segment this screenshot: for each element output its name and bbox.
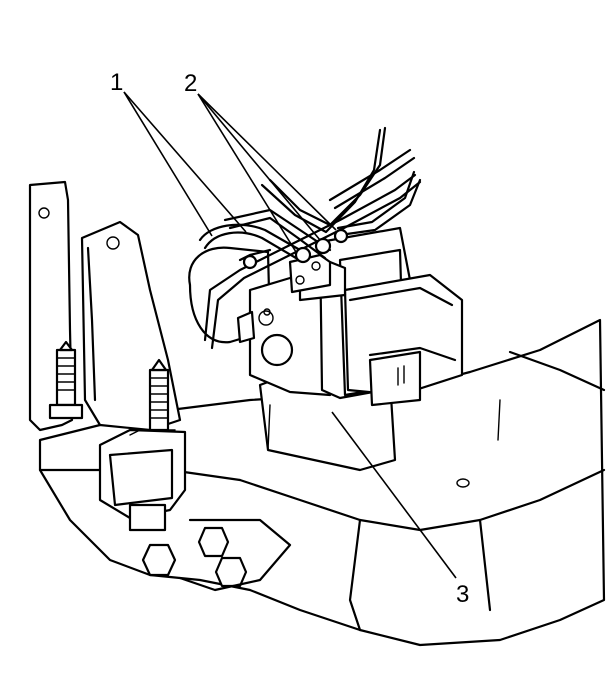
callout-3: 3 [456,581,469,608]
rubber-mount [98,428,187,532]
abs-modulator [188,226,464,472]
callout-1: 1 [110,69,123,96]
callout-2: 2 [184,70,197,97]
frame-crossmember [38,318,606,647]
stud-mount [148,358,170,432]
leader-lines [123,91,457,579]
stud-left [48,340,84,420]
lower-nuts [141,518,292,592]
brake-lines [198,126,422,350]
